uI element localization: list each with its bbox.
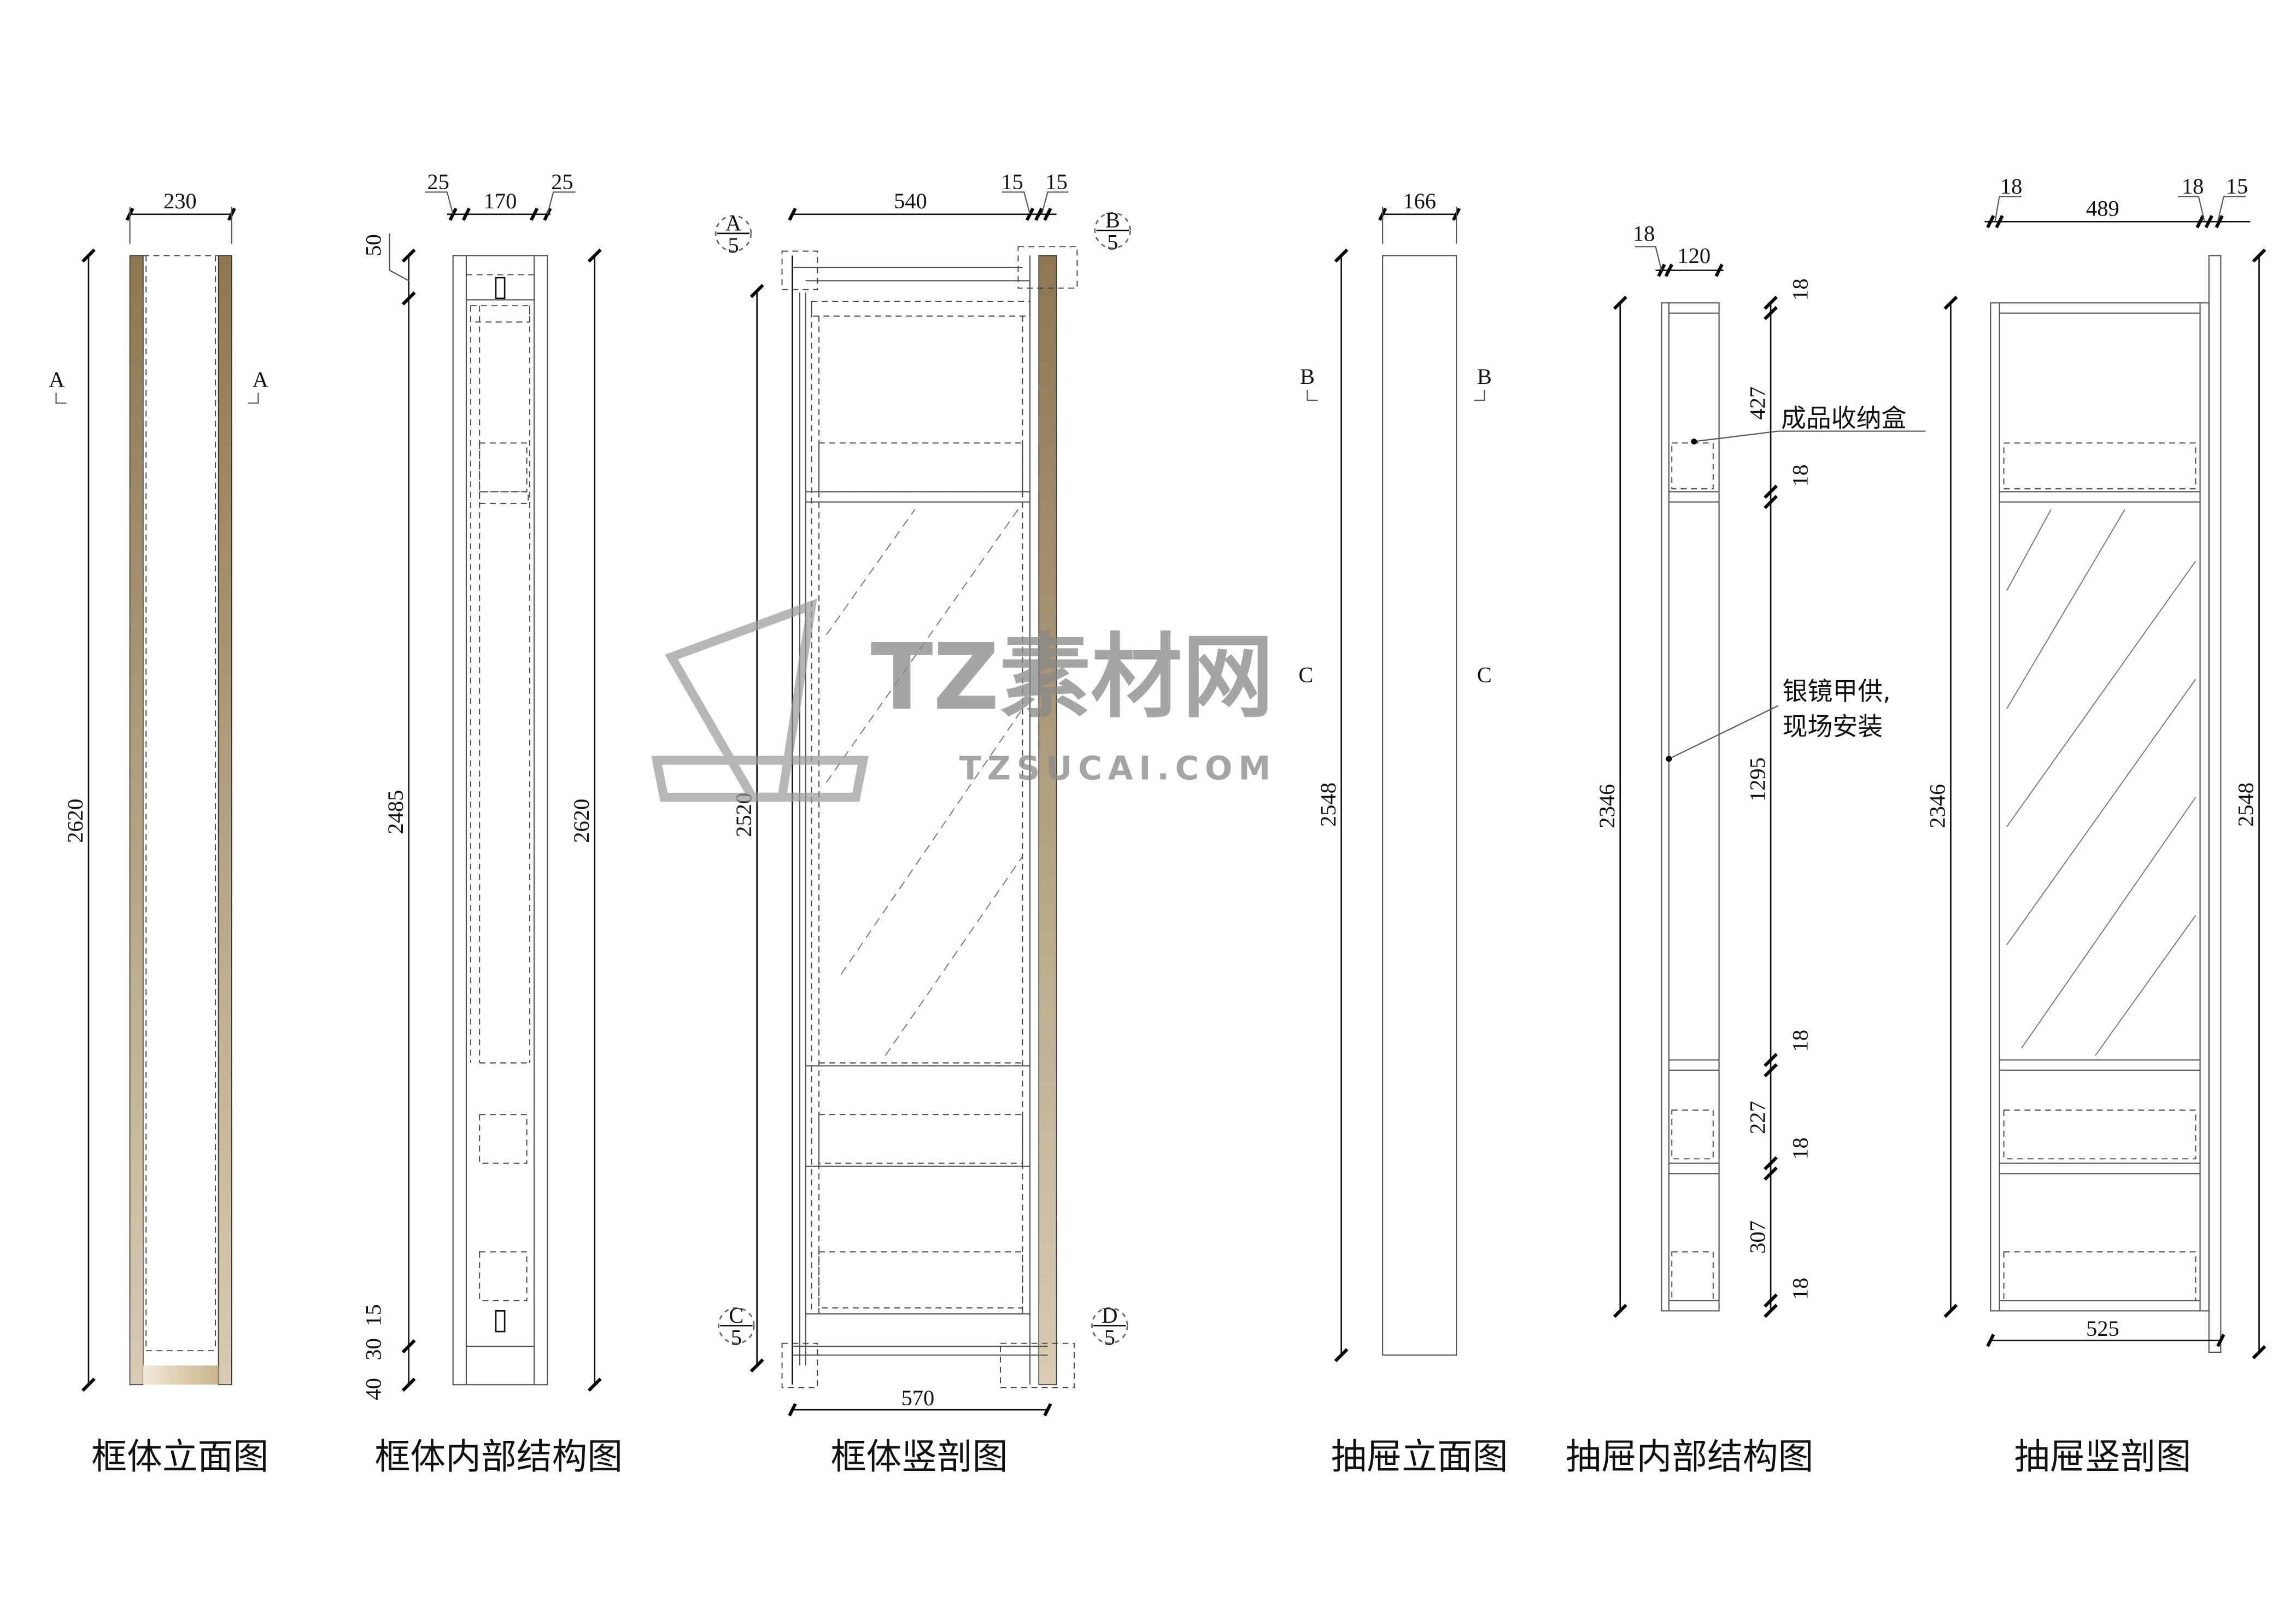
dim-total-height: 2548 [2234, 782, 2258, 827]
dimension-tick [1764, 1063, 1778, 1078]
dim-drawer-height: 2548 [1316, 782, 1340, 827]
dimension-tick [1764, 306, 1778, 320]
dim-bottom-depth: 570 [901, 1386, 935, 1410]
title-drawer-section: 抽屉竖剖图 [2014, 1436, 2191, 1477]
dim-total-height: 2620 [569, 799, 594, 843]
detail-marker-d[interactable]: D 5 [1000, 1303, 1128, 1388]
dim-side-right: 25 [551, 170, 573, 194]
chain-dim: 18 [1788, 1278, 1813, 1300]
dim-side: 18 [1633, 221, 1655, 246]
chain-dim: 18 [1788, 278, 1813, 300]
title-frame-internal: 框体内部结构图 [375, 1436, 623, 1477]
detail-letter: A [725, 211, 741, 236]
section-mark-b-left: B [1300, 364, 1315, 389]
dim-inner: 170 [484, 189, 517, 213]
frame-vertical-section: 540 15 15 2520 570 A 5 B 5 C 5 D 5 [714, 170, 1131, 1417]
section-mark-b-right: B [1477, 364, 1492, 389]
detail-number: 5 [1104, 1325, 1115, 1350]
detail-number: 5 [731, 1325, 742, 1350]
chain-dim: 307 [1745, 1220, 1770, 1254]
frame-elevation: 230 2620 A A [49, 189, 268, 1392]
dimension-tick [1764, 1156, 1778, 1171]
detail-number: 5 [728, 233, 739, 258]
section-mark-c-left: C [1298, 662, 1313, 687]
dim-side-right: 18 [2182, 174, 2204, 198]
title-drawer-internal: 抽屉内部结构图 [1566, 1436, 1813, 1477]
dim-inner: 120 [1677, 243, 1711, 268]
detail-number: 5 [1107, 230, 1118, 255]
mirror-hatch [2006, 509, 2197, 1056]
view-titles: 框体立面图 框体内部结构图 框体竖剖图 抽屉立面图 抽屉内部结构图 抽屉竖剖图 [91, 1436, 2191, 1477]
dim-inner-height: 2485 [383, 790, 408, 834]
dim-height: 2620 [63, 799, 87, 843]
watermark-logo-icon [651, 598, 869, 802]
drawer-elevation: 166 2548 B B C C [1298, 189, 1492, 1363]
chain-dim: 18 [1788, 1137, 1813, 1159]
detail-marker-b[interactable]: B 5 [1017, 208, 1131, 289]
top-dims: 25 170 25 [425, 170, 576, 221]
watermark-brand: TZ素材网 [871, 624, 1274, 731]
dim-bottom-c: 40 [361, 1378, 385, 1400]
dimension-ticks [1764, 295, 1778, 1318]
watermark-url: TZSUCAI.COM [959, 750, 1276, 788]
watermark: TZ素材网 TZSUCAI.COM [651, 598, 1276, 802]
dim-bottom: 525 [2086, 1316, 2119, 1341]
chain-dim: 1295 [1745, 757, 1770, 802]
dim-bottom-a: 15 [361, 1304, 385, 1326]
section-mark-right: A [253, 367, 268, 392]
section-mark-c-right: C [1477, 662, 1492, 687]
dim-height: 2346 [1925, 784, 1950, 828]
section-mark-left: A [49, 367, 65, 392]
dim-inner: 489 [2086, 196, 2119, 221]
detail-marker-c[interactable]: C 5 [718, 1303, 818, 1388]
dim-side-left: 25 [427, 170, 449, 194]
dim-panel-a: 15 [1001, 170, 1023, 194]
mirror-hatch [825, 509, 1023, 1056]
note-mirror-2: 现场安装 [1783, 712, 1883, 741]
dim-depth: 540 [894, 189, 927, 213]
drawer-internal-structure: 18 120 2346 18 427 18 1295 18 227 18 307… [1595, 221, 1926, 1318]
dim-panel-b: 15 [1045, 170, 1067, 194]
dim-top: 50 [361, 234, 385, 256]
chain-dim: 227 [1745, 1101, 1770, 1134]
note-storage-box: 成品收纳盒 [1781, 404, 1906, 433]
dimension-tick [1764, 495, 1778, 510]
dimension-tick [1764, 1053, 1778, 1067]
detail-letter: C [729, 1303, 743, 1328]
dimension-tick [1764, 1166, 1778, 1181]
title-frame-section: 框体竖剖图 [831, 1436, 1008, 1477]
dimension-tick [1764, 1304, 1778, 1318]
dim-side-left: 18 [2000, 174, 2022, 198]
title-frame-elevation: 框体立面图 [91, 1436, 268, 1477]
dimension-tick [1764, 295, 1778, 310]
chain-dim: 18 [1788, 1030, 1813, 1051]
dimension-tick [1764, 484, 1778, 499]
dim-bottom-b: 30 [361, 1338, 385, 1360]
chain-dim: 427 [1745, 387, 1770, 420]
detail-marker-a[interactable]: A 5 [714, 211, 818, 290]
dim-drawer-width: 166 [1403, 189, 1436, 213]
dimension-tick [1764, 1293, 1778, 1308]
detail-letter: D [1102, 1303, 1117, 1328]
frame-internal-structure: 25 170 25 50 2485 15 30 40 2620 [361, 170, 602, 1400]
dim-drawer-inner-height: 2346 [1595, 784, 1619, 828]
title-drawer-elevation: 抽屉立面图 [1331, 1436, 1508, 1477]
drawer-vertical-section: 18 489 18 15 2346 2548 525 [1925, 174, 2266, 1359]
chain-dim: 18 [1788, 464, 1813, 486]
dim-panel: 15 [2226, 174, 2248, 198]
dimension-chain: 18 427 18 1295 18 227 18 307 18 [1745, 278, 1812, 1300]
dim-width: 230 [163, 189, 197, 213]
detail-letter: B [1105, 208, 1120, 232]
note-mirror-1: 银镜甲供, [1783, 676, 1891, 706]
